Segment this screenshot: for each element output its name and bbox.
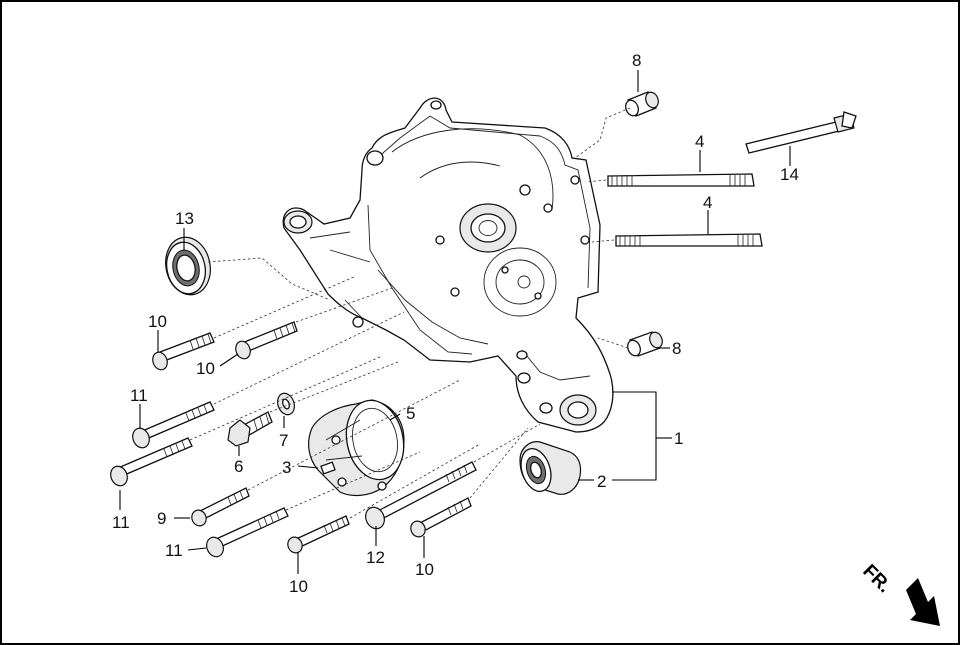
part-3-pin	[320, 461, 336, 475]
callout-11-upper: 11	[130, 386, 148, 405]
callout-14: 14	[780, 165, 799, 184]
callout-8-lower: 8	[672, 339, 681, 358]
callout-labels: 1 2 3 4 4 5 6 7 8 8 9 10 10 10 10 11 11 …	[112, 51, 799, 596]
front-direction-indicator: FR.	[858, 561, 940, 626]
callout-6: 6	[234, 457, 243, 476]
part-4-stud-lower	[615, 233, 763, 247]
bolt-11-lower	[206, 507, 289, 558]
front-label: FR.	[858, 561, 894, 597]
callout-13: 13	[175, 209, 194, 228]
callout-4-lower: 4	[703, 193, 712, 212]
part-4-stud-upper	[607, 173, 755, 187]
bolt-10-upper-left	[152, 332, 215, 371]
leader-lines	[119, 70, 791, 574]
part-7-washer	[276, 392, 296, 416]
callout-1: 1	[674, 429, 683, 448]
bolt-10-lower-right	[410, 497, 472, 538]
callout-9: 9	[157, 509, 166, 528]
part-6-plug-bolt	[227, 411, 273, 447]
callout-7: 7	[279, 431, 288, 450]
callout-5: 5	[406, 404, 415, 423]
bolt-9	[191, 487, 250, 527]
part-13-oil-seal	[165, 236, 211, 296]
bolt-12	[365, 461, 477, 530]
callout-3: 3	[282, 458, 291, 477]
bolt-11-upper	[132, 401, 215, 449]
callout-12: 12	[366, 548, 385, 567]
crankcase-cover	[282, 97, 614, 433]
callout-10-lower-right: 10	[415, 560, 434, 579]
arrow-down-right-icon	[906, 578, 940, 626]
callout-11-lower: 11	[165, 541, 183, 560]
part-14-long-bolt	[745, 111, 857, 154]
part-8-dowel-upper	[625, 91, 659, 117]
callout-10-upper-left: 10	[148, 312, 167, 331]
part-2-bushing	[519, 441, 582, 495]
part-8-dowel-lower	[627, 331, 663, 357]
assembly-lines	[189, 107, 631, 519]
bolt-10-upper-middle	[235, 321, 298, 360]
part-5-pump-cover	[308, 399, 405, 497]
callout-2: 2	[597, 472, 606, 491]
callout-8-upper: 8	[632, 51, 641, 70]
callout-10-upper-middle: 10	[196, 359, 215, 378]
bolt-11-lower-left	[110, 437, 193, 487]
callout-10-lower-middle: 10	[289, 577, 308, 596]
callout-11-lower-left: 11	[112, 513, 130, 532]
bolt-10-lower-middle	[287, 515, 350, 554]
callout-4-upper: 4	[695, 132, 704, 151]
